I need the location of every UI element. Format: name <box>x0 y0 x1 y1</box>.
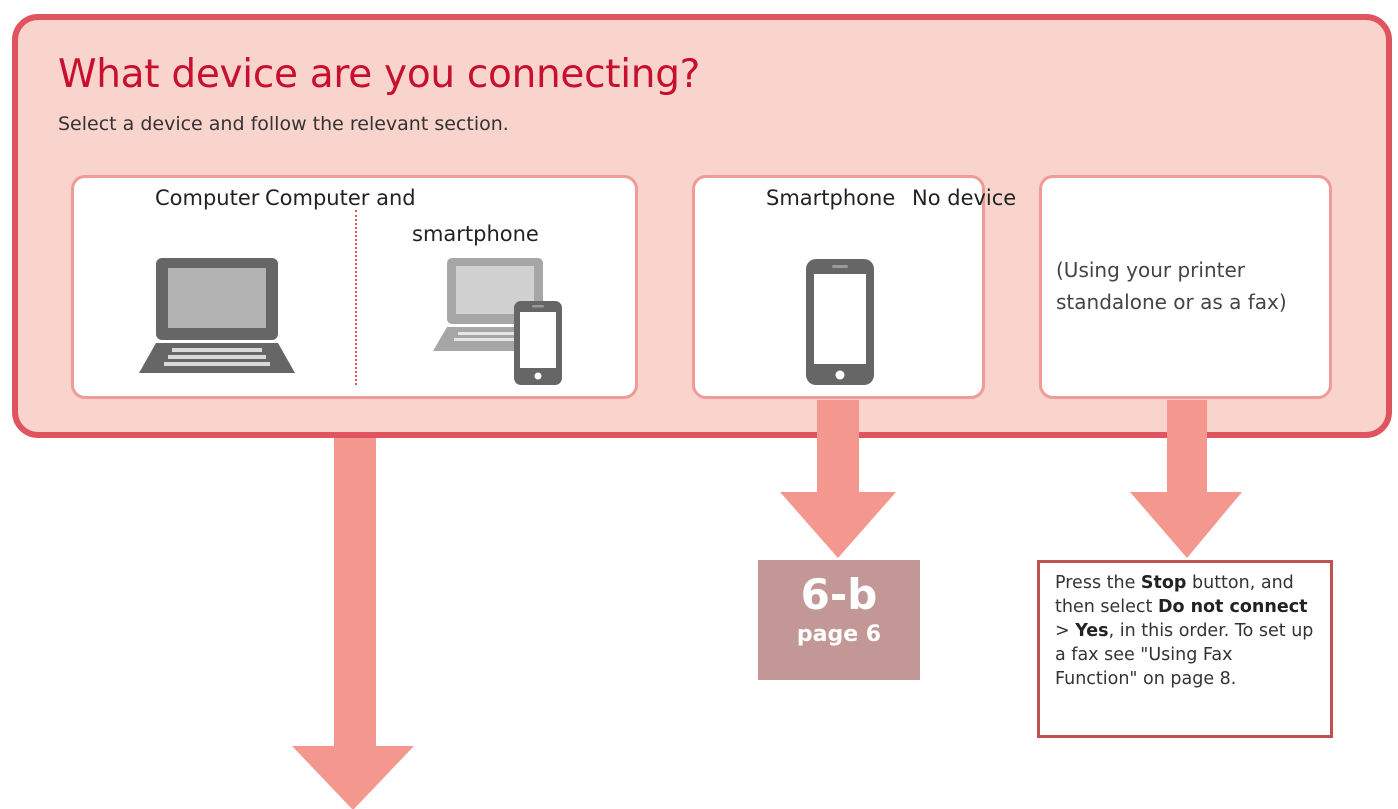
no-device-card[interactable] <box>1039 175 1332 399</box>
page-number: page 6 <box>796 622 882 647</box>
smartphone-icon <box>806 259 874 385</box>
yes-option: Yes <box>1075 621 1109 641</box>
no-device-label: No device <box>912 186 1017 210</box>
laptop-smartphone-icon <box>433 258 562 385</box>
card-divider <box>355 210 357 385</box>
arrow-down-icon <box>1130 400 1242 558</box>
instruction-text: , in this order. To set up a fax see "Us… <box>1055 621 1314 689</box>
instruction-text: > <box>1055 621 1076 641</box>
laptop-icon <box>139 258 295 373</box>
instruction-text: button, and then select <box>1055 573 1294 617</box>
no-device-instruction: Press the Stop button, and then select D… <box>1037 560 1333 738</box>
smartphone-label: Smartphone <box>766 186 896 210</box>
section-number: 6-b <box>800 570 878 619</box>
panel-subtitle: Select a device and follow the relevant … <box>58 113 509 135</box>
computer-smartphone-label-line2: smartphone <box>412 222 539 246</box>
arrow-down-icon <box>292 398 414 809</box>
do-not-connect-option: Do not connect <box>1157 597 1308 617</box>
no-device-note: (Using your printer standalone or as a f… <box>1056 258 1287 314</box>
stop-button-name: Stop <box>1140 573 1187 593</box>
page-reference-box[interactable]: 6-b page 6 <box>758 560 920 680</box>
arrow-down-icon <box>780 400 896 558</box>
instruction-text: Press the <box>1055 573 1141 593</box>
panel-title: What device are you connecting? <box>58 52 701 97</box>
computer-label: Computer <box>155 186 260 210</box>
computer-smartphone-label: Computer and <box>265 186 416 210</box>
